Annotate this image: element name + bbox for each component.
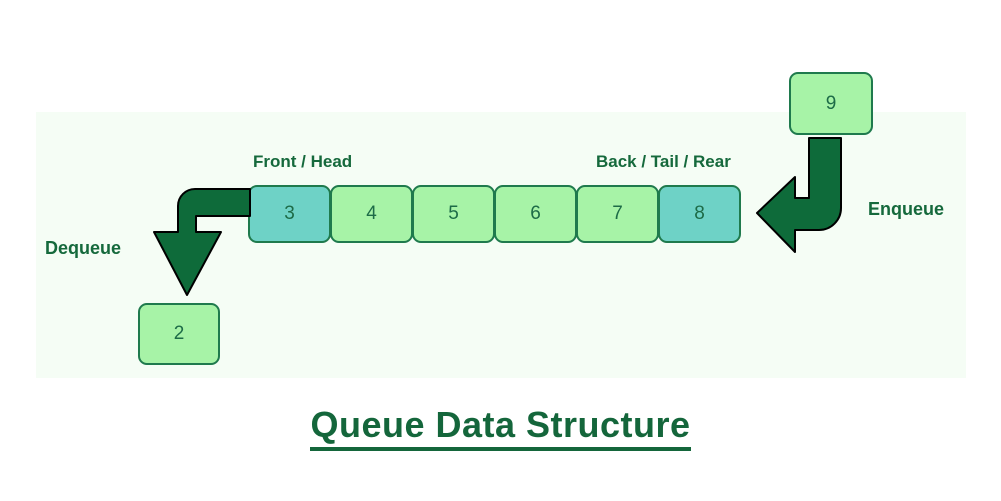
queue-cell: 4 <box>330 185 413 243</box>
dequeued-value-box: 2 <box>138 303 220 365</box>
queue-cell: 6 <box>494 185 577 243</box>
back-tail-rear-label: Back / Tail / Rear <box>596 152 731 171</box>
queue-cell: 3 <box>248 185 331 243</box>
front-head-label: Front / Head <box>253 152 353 171</box>
queue-cell: 8 <box>658 185 741 243</box>
queue-container: 3 4 5 6 7 8 <box>248 185 741 243</box>
queue-cell: 7 <box>576 185 659 243</box>
page-title-text: Queue Data Structure <box>310 404 691 451</box>
dequeue-label: Dequeue <box>45 238 122 258</box>
incoming-value-box: 9 <box>789 72 873 135</box>
queue-cell: 5 <box>412 185 495 243</box>
page-title: Queue Data Structure <box>0 404 1001 451</box>
enqueue-label: Enqueue <box>868 199 945 219</box>
